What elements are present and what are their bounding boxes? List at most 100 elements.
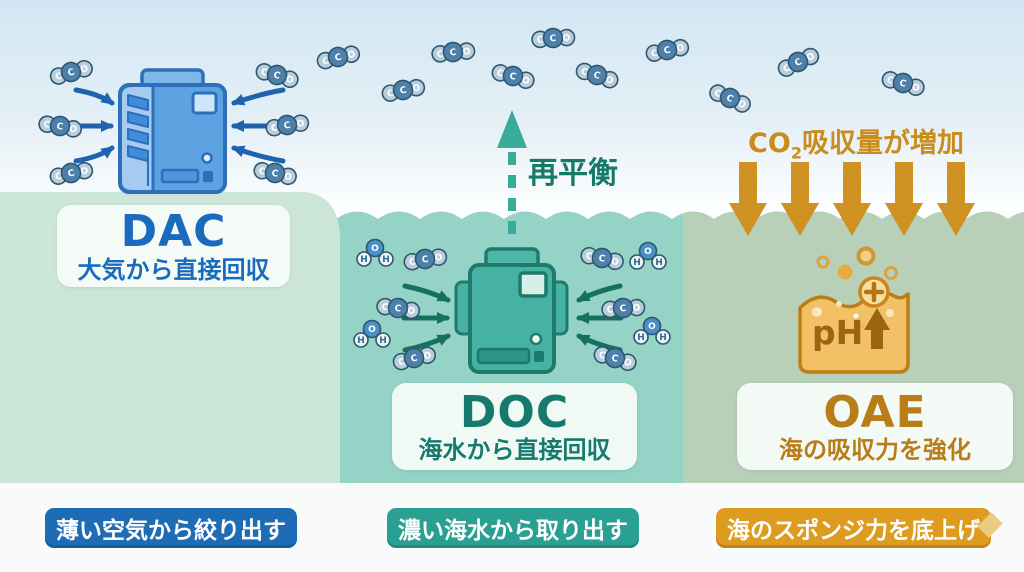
doc-window (518, 271, 548, 298)
svg-text:H: H (637, 333, 645, 343)
svg-text:H: H (357, 336, 365, 346)
dac-machine (118, 68, 227, 194)
sponge-hole (853, 313, 859, 319)
doc-button (534, 351, 544, 362)
svg-text:O: O (562, 33, 571, 44)
svg-text:C: C (397, 357, 406, 369)
svg-text:O: O (632, 303, 641, 314)
dac-button (203, 171, 213, 182)
svg-text:C: C (260, 67, 269, 78)
svg-text:C: C (598, 254, 607, 265)
svg-text:C: C (54, 172, 63, 183)
sponge-hole (860, 324, 864, 328)
svg-text:O: O (79, 64, 90, 76)
h2o-molecule: OH H (633, 316, 671, 345)
svg-text:O: O (648, 322, 656, 332)
svg-text:C: C (381, 303, 389, 314)
sponge-hole (812, 307, 822, 317)
svg-text:C: C (898, 79, 907, 90)
svg-text:C: C (713, 88, 723, 100)
svg-text:C: C (272, 71, 281, 82)
svg-text:O: O (423, 350, 433, 362)
sponge-hole (886, 309, 894, 317)
svg-text:O: O (805, 51, 817, 64)
svg-text:O: O (521, 76, 531, 88)
svg-text:O: O (644, 247, 652, 257)
ph-up-arrow-icon (864, 308, 890, 349)
svg-text:H: H (659, 333, 667, 343)
svg-text:H: H (633, 258, 641, 268)
svg-text:O: O (69, 125, 78, 136)
svg-text:H: H (655, 258, 663, 268)
svg-text:C: C (321, 56, 330, 68)
svg-text:C: C (585, 251, 594, 262)
svg-text:C: C (54, 71, 64, 83)
svg-text:C: C (67, 67, 77, 79)
svg-text:O: O (604, 75, 614, 87)
svg-text:H: H (360, 255, 368, 265)
svg-text:O: O (911, 83, 921, 95)
svg-text:C: C (386, 89, 395, 100)
doc-machine (454, 247, 569, 374)
svg-text:C: C (782, 63, 793, 75)
svg-text:C: C (619, 304, 627, 315)
svg-text:C: C (43, 120, 51, 131)
svg-text:C: C (610, 354, 619, 365)
svg-text:O: O (434, 253, 444, 264)
dac-vent-bar (160, 168, 200, 184)
svg-text:C: C (449, 48, 457, 59)
svg-text:O: O (407, 306, 416, 317)
doc-indicator-dot (529, 332, 543, 346)
svg-text:O: O (80, 166, 90, 178)
dac-indicator-dot (201, 152, 213, 164)
svg-text:C: C (592, 70, 601, 82)
svg-text:C: C (508, 72, 517, 83)
svg-text:C: C (496, 68, 505, 79)
svg-text:C: C (549, 34, 557, 45)
svg-text:C: C (536, 35, 544, 46)
plus-badge-icon (858, 276, 890, 308)
svg-text:C: C (283, 121, 292, 132)
svg-text:O: O (676, 43, 686, 55)
svg-text:O: O (283, 172, 293, 183)
svg-text:O: O (412, 83, 422, 95)
svg-text:H: H (382, 255, 390, 265)
h2o-molecule: OH H (629, 241, 667, 270)
svg-text:C: C (271, 169, 280, 180)
svg-text:C: C (399, 85, 408, 96)
svg-text:C: C (598, 350, 607, 361)
svg-text:O: O (610, 257, 620, 268)
svg-text:C: C (421, 255, 430, 266)
svg-text:C: C (334, 52, 343, 64)
bottom-strip (0, 483, 1024, 572)
dac-window (191, 91, 218, 115)
svg-text:C: C (580, 67, 589, 79)
land-block (0, 192, 340, 483)
svg-text:H: H (379, 336, 387, 346)
svg-text:C: C (793, 57, 804, 69)
svg-text:C: C (408, 257, 417, 268)
